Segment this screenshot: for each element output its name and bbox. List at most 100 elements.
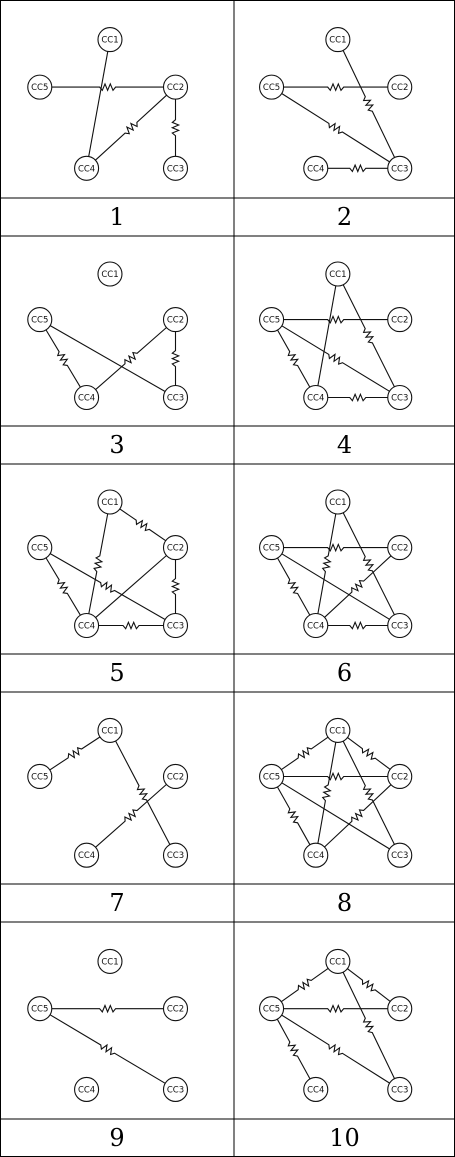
node-circle xyxy=(259,535,285,561)
node-label: CC4 xyxy=(78,164,95,174)
node-label: CC5 xyxy=(263,316,280,326)
node-label: CC1 xyxy=(101,726,118,736)
resistor-edge-cc5-cc4 xyxy=(277,557,311,616)
panel-number-label: 8 xyxy=(337,889,352,917)
node-label: CC1 xyxy=(101,498,118,508)
node-circle xyxy=(325,27,351,53)
node-label: CC4 xyxy=(307,851,324,861)
node-label: CC2 xyxy=(167,544,184,554)
node-cc1: CC1 xyxy=(97,27,123,53)
node-cc4: CC4 xyxy=(74,612,100,639)
node-circle xyxy=(259,996,285,1022)
resistor-edge-cc1-cc4 xyxy=(317,742,337,844)
resistor-edge-cc1-cc2 xyxy=(347,737,391,770)
node-cc5: CC5 xyxy=(259,763,285,790)
node-circle xyxy=(162,307,189,333)
node-circle xyxy=(387,842,413,868)
node-circle xyxy=(162,155,189,181)
node-label: CC3 xyxy=(391,1085,408,1095)
node-cc1: CC1 xyxy=(97,717,123,743)
resistor-edge-cc5-cc2 xyxy=(283,314,388,325)
node-cc5: CC5 xyxy=(259,74,285,100)
resistor-edge-cc4-cc3 xyxy=(327,620,388,631)
node-label: CC3 xyxy=(167,1085,184,1095)
node-cc5: CC5 xyxy=(259,996,285,1022)
node-circle xyxy=(387,996,413,1022)
node-label: CC5 xyxy=(263,772,280,782)
edge-cc2-cc4 xyxy=(95,555,167,619)
panel-label-cell: 5 xyxy=(109,659,124,687)
node-cc2: CC2 xyxy=(162,307,189,333)
node-cc4: CC4 xyxy=(303,384,329,411)
node-cc5: CC5 xyxy=(259,307,285,333)
node-cc3: CC3 xyxy=(162,384,189,411)
panel-label-cell: 2 xyxy=(337,203,352,231)
panel-number-label: 1 xyxy=(109,203,124,231)
node-cc3: CC3 xyxy=(387,1076,413,1102)
node-label: CC5 xyxy=(263,83,280,93)
resistor-edge-cc5-cc2 xyxy=(283,1004,388,1014)
node-circle xyxy=(259,307,285,333)
node-circle xyxy=(74,155,100,181)
node-cc1: CC1 xyxy=(325,948,351,974)
panel-label-cell: 9 xyxy=(109,1124,124,1152)
node-cc1: CC1 xyxy=(325,717,351,743)
resistor-edge-cc2-cc3 xyxy=(170,331,181,386)
node-label: CC5 xyxy=(31,316,48,326)
resistor-edge-cc1-cc4 xyxy=(317,513,337,614)
node-label: CC5 xyxy=(263,544,280,554)
node-label: CC4 xyxy=(78,622,95,632)
node-label: CC2 xyxy=(167,772,184,782)
resistor-edge-cc5-cc2 xyxy=(283,771,388,782)
node-cc4: CC4 xyxy=(74,155,100,181)
resistor-edge-cc2-cc3 xyxy=(170,559,181,614)
node-circle xyxy=(74,612,100,639)
node-cc1: CC1 xyxy=(97,948,123,974)
resistor-edge-cc2-cc4 xyxy=(324,784,392,848)
resistor-edge-cc1-cc3 xyxy=(342,284,395,388)
edges xyxy=(45,508,181,631)
edge-cc1-cc4 xyxy=(317,285,337,386)
node-circle xyxy=(27,763,53,790)
node-circle xyxy=(387,1076,413,1102)
resistor-edge-cc5-cc3 xyxy=(49,553,166,620)
node-cc5: CC5 xyxy=(27,535,53,561)
node-label: CC3 xyxy=(167,622,184,632)
node-cc5: CC5 xyxy=(27,307,53,333)
node-circle xyxy=(303,842,329,868)
node-cc2: CC2 xyxy=(162,74,189,100)
resistor-edge-cc4-cc3 xyxy=(98,620,164,631)
panel-label-cell: 10 xyxy=(329,1124,360,1152)
node-label: CC3 xyxy=(167,394,184,404)
edges xyxy=(277,284,395,403)
node-label: CC4 xyxy=(307,1085,324,1095)
resistor-edge-cc5-cc4 xyxy=(276,786,311,845)
resistor-edge-cc1-cc3 xyxy=(342,971,395,1079)
node-circle xyxy=(162,612,189,639)
resistor-edge-cc5-cc2 xyxy=(51,1004,164,1014)
node-circle xyxy=(162,842,189,868)
node-circle xyxy=(387,763,413,790)
node-label: CC1 xyxy=(329,270,346,280)
node-circle xyxy=(162,74,189,100)
resistor-edge-cc5-cc2 xyxy=(51,82,164,92)
node-circle xyxy=(27,307,53,333)
node-cc2: CC2 xyxy=(162,763,189,790)
node-circle xyxy=(387,612,413,639)
node-circle xyxy=(27,535,53,561)
node-circle xyxy=(387,155,413,181)
node-label: CC4 xyxy=(307,394,324,404)
node-circle xyxy=(162,384,189,411)
node-label: CC2 xyxy=(391,83,408,93)
resistor-edge-cc5-cc4 xyxy=(276,1018,311,1080)
node-cc3: CC3 xyxy=(387,842,413,868)
